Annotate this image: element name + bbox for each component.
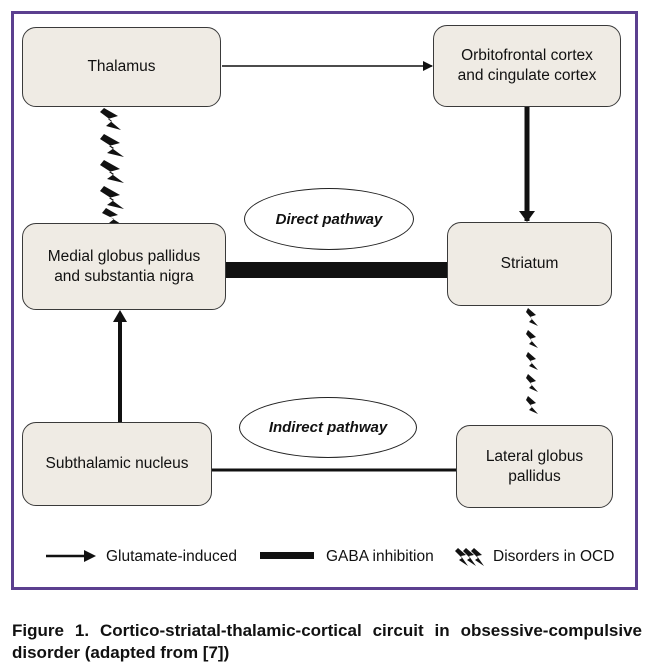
- arrowhead-stn-to-mgp: [113, 310, 127, 322]
- medial-globus-pallidus-box: Medial globus pallidus and substantia ni…: [22, 223, 226, 310]
- thalamus-box: Thalamus: [22, 27, 221, 107]
- orbitofrontal-cortex-box: Orbitofrontal cortex and cingulate corte…: [433, 25, 621, 107]
- direct-pathway-label: Direct pathway: [244, 188, 414, 250]
- legend-ocd-symbol: [455, 548, 484, 566]
- legend-gaba-bar: [260, 552, 314, 559]
- arrowhead-ofc-to-striatum: [519, 211, 535, 222]
- legend-gaba-label: GABA inhibition: [326, 548, 434, 565]
- lateral-globus-pallidus-box: Lateral globus pallidus: [456, 425, 613, 508]
- legend-glutamate-label: Glutamate-induced: [106, 548, 237, 565]
- legend-glutamate-arrowhead: [84, 550, 96, 562]
- legend-ocd-label: Disorders in OCD: [493, 548, 615, 565]
- indirect-pathway-label: Indirect pathway: [239, 397, 417, 458]
- subthalamic-nucleus-box: Subthalamic nucleus: [22, 422, 212, 506]
- figure-caption: Figure 1. Cortico-striatal-thalamic-cort…: [12, 621, 642, 662]
- striatum-box: Striatum: [447, 222, 612, 306]
- gaba-bar-striatum-to-mgp: [226, 262, 448, 278]
- ocd-disorder-zigzag-mgp-thalamus: [100, 108, 124, 226]
- ocd-disorder-zigzag-striatum-lgp: [526, 308, 538, 414]
